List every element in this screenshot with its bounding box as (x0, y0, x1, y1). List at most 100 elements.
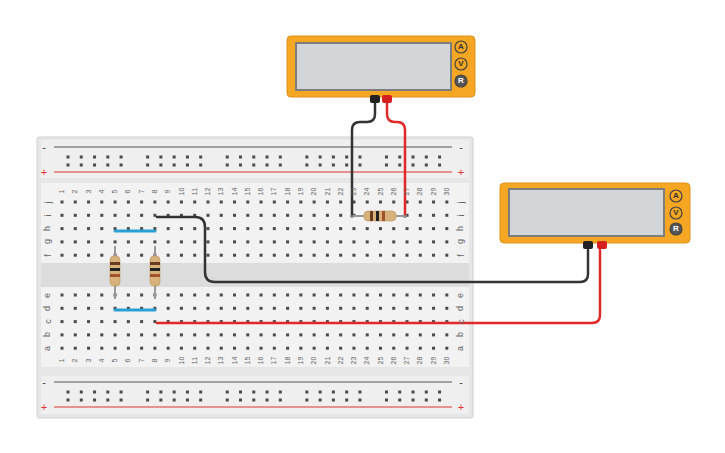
column-number: 7 (138, 189, 145, 193)
hole (326, 347, 329, 350)
hole (140, 320, 143, 323)
resistor-symbol (350, 211, 407, 221)
hole (286, 333, 289, 336)
hole (279, 164, 282, 167)
hole (352, 227, 355, 230)
hole (180, 333, 183, 336)
hole (273, 227, 276, 230)
hole (159, 164, 162, 167)
hole (299, 347, 302, 350)
meter-button-label: V (458, 60, 463, 68)
hole (167, 254, 170, 257)
hole (438, 156, 441, 159)
hole (246, 201, 249, 204)
hole (339, 294, 342, 297)
hole (220, 201, 223, 204)
meter-button-label: R (458, 77, 464, 85)
hole (167, 201, 170, 204)
hole (392, 294, 395, 297)
hole (345, 391, 348, 394)
hole (74, 307, 77, 310)
column-number: 21 (324, 187, 331, 195)
hole (220, 307, 223, 310)
column-number: 20 (311, 356, 318, 364)
hole (299, 333, 302, 336)
hole (193, 347, 196, 350)
meter-button-label: A (673, 192, 679, 200)
hole (445, 307, 448, 310)
hole (220, 214, 223, 217)
meter-button-label: V (673, 209, 678, 217)
hole (379, 201, 382, 204)
row-letter: g (43, 239, 52, 244)
hole (87, 294, 90, 297)
hole (127, 214, 130, 217)
hole (366, 347, 369, 350)
hole (106, 164, 109, 167)
hole (199, 156, 202, 159)
column-number: 23 (350, 356, 357, 364)
hole (332, 399, 335, 402)
hole (87, 240, 90, 243)
rail-sign: - (42, 142, 46, 153)
hole (313, 214, 316, 217)
hole (425, 391, 428, 394)
hole (379, 333, 382, 336)
hole (87, 307, 90, 310)
hole (385, 391, 388, 394)
hole (193, 294, 196, 297)
hole (193, 201, 196, 204)
hole (326, 227, 329, 230)
hole (273, 347, 276, 350)
hole (299, 254, 302, 257)
hole (206, 214, 209, 217)
hole (358, 164, 361, 167)
hole (366, 201, 369, 204)
hole (100, 294, 103, 297)
hole (445, 254, 448, 257)
hole (233, 214, 236, 217)
hole (332, 391, 335, 394)
column-number: 18 (284, 187, 291, 195)
hole (412, 156, 415, 159)
hole (366, 227, 369, 230)
hole (186, 156, 189, 159)
hole (319, 391, 322, 394)
hole (127, 333, 130, 336)
hole (127, 201, 130, 204)
hole (180, 307, 183, 310)
column-number: 3 (85, 358, 92, 362)
hole (127, 320, 130, 323)
hole (445, 214, 448, 217)
hole (193, 240, 196, 243)
hole (273, 214, 276, 217)
hole (87, 227, 90, 230)
hole (87, 347, 90, 350)
hole (286, 347, 289, 350)
hole (445, 347, 448, 350)
hole (206, 333, 209, 336)
row-letter: i (457, 214, 466, 216)
hole (180, 254, 183, 257)
hole (180, 294, 183, 297)
hole (246, 214, 249, 217)
hole (406, 347, 409, 350)
hole (120, 164, 123, 167)
column-number: 15 (244, 356, 251, 364)
hole (146, 391, 149, 394)
center-channel (41, 263, 469, 287)
hole (412, 391, 415, 394)
hole (339, 201, 342, 204)
hole (398, 399, 401, 402)
hole (313, 294, 316, 297)
hole (140, 294, 143, 297)
column-number: 10 (178, 356, 185, 364)
hole (233, 294, 236, 297)
hole (61, 201, 64, 204)
column-number: 9 (165, 358, 172, 362)
hole (326, 240, 329, 243)
hole (67, 391, 70, 394)
row-letter: f (43, 254, 52, 257)
hole (366, 254, 369, 257)
column-number: 16 (258, 356, 265, 364)
